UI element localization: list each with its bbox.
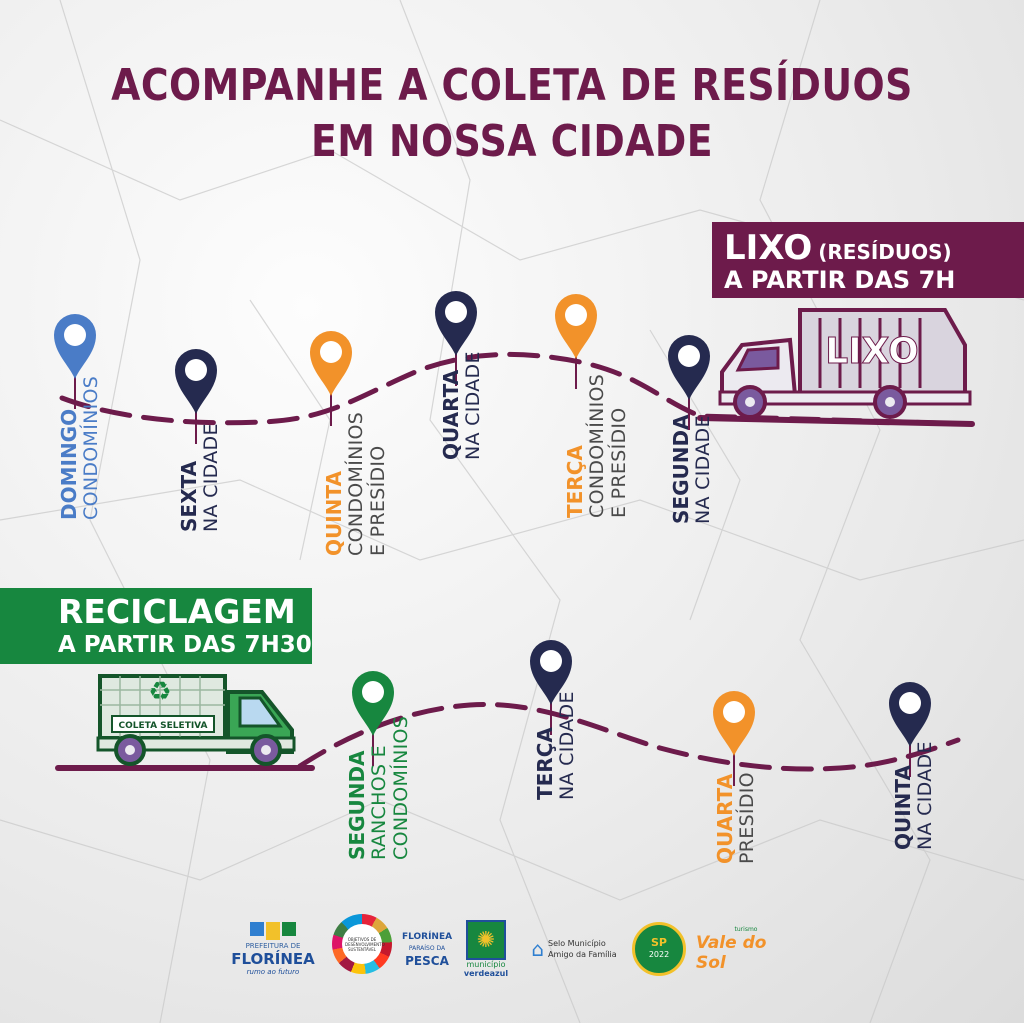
lixo-banner-subtitle: (RESÍDUOS)	[818, 240, 952, 264]
selo-line2: Amigo da Família	[548, 950, 617, 959]
lixo-location-pin-icon	[435, 291, 477, 386]
lixo-location-pin-icon	[555, 294, 597, 389]
vale-small: turismo	[734, 925, 758, 933]
prefeitura-top: PREFEITURA DE	[245, 942, 301, 950]
reciclagem-stop-place: NA CIDADE	[914, 741, 936, 850]
lixo-stop-day: TERÇA	[563, 445, 587, 518]
lixo-stop-place: E PRESÍDIO	[608, 407, 630, 518]
recycling-truck-label: COLETA SELETIVA	[119, 721, 208, 731]
pesca-line1: FLORÍNEA	[401, 932, 453, 942]
reciclagem-stop-day: QUINTA	[891, 765, 915, 850]
reciclagem-stop-place: PRESÍDIO	[736, 772, 758, 864]
reciclagem-stop-place: CONDOMÍNIOS	[390, 715, 412, 860]
lixo-stop-day: SEXTA	[177, 460, 201, 532]
reciclagem-banner-title: RECICLAGEM	[58, 592, 296, 631]
vale-logo: turismo Vale do Sol	[696, 912, 796, 986]
lixo-stop-day: SEGUNDA	[669, 414, 693, 524]
pesca-line2: PARAÍSO DA	[408, 945, 446, 952]
reciclagem-stop-place: NA CIDADE	[556, 691, 578, 800]
verdeazul-logo: ✺ município verdeazul	[462, 912, 510, 986]
lixo-stop-place: CONDOMÍNIOS	[80, 375, 102, 520]
recycle-icon: ♻	[148, 677, 171, 707]
lixo-location-pin-icon	[310, 331, 352, 426]
lixo-stop-day: QUINTA	[322, 471, 346, 556]
lixo-stop-place: NA CIDADE	[200, 423, 222, 532]
sp-logo: SP 2022	[632, 912, 686, 986]
prefeitura-name: FLORÍNEA	[231, 950, 315, 968]
lixo-truck-icon: LIXO	[718, 308, 972, 419]
reciclagem-stop-place: RANCHOS E	[368, 745, 390, 860]
verdeazul-line1: município	[466, 960, 506, 969]
lixo-stop-day: DOMINGO	[57, 408, 81, 520]
reciclagem-route	[297, 701, 961, 772]
lixo-ground	[697, 415, 975, 427]
house-icon: ⌂	[531, 937, 545, 961]
ods-logo: OBJETIVOS DE DESENVOLVIMENTO SUSTENTÁVEL	[330, 912, 394, 976]
lixo-location-pin-icon	[54, 314, 96, 409]
footer-logos: PREFEITURA DE FLORÍNEA rumo ao futuro OB…	[0, 912, 1024, 992]
lixo-stop-place: CONDOMÍNIOS	[345, 411, 367, 556]
lixo-banner-time: A PARTIR DAS 7H	[724, 266, 956, 294]
verdeazul-line2: verdeazul	[463, 969, 509, 978]
pesca-line3: PESCA	[405, 954, 449, 968]
lixo-location-pin-icon	[175, 349, 217, 444]
lixo-stop-day: QUARTA	[439, 369, 463, 460]
sp-year: 2022	[648, 950, 670, 959]
reciclagem-banner-time: A PARTIR DAS 7H30	[58, 632, 312, 658]
title-line-2: EM NOSSA CIDADE	[310, 116, 714, 167]
lixo-stop-place: CONDOMÍNIOS	[586, 373, 608, 518]
pesca-logo: FLORÍNEA PARAÍSO DA PESCA	[401, 912, 453, 986]
lixo-location-pin-icon	[668, 335, 710, 430]
lixo-truck-label: LIXO	[825, 331, 918, 372]
selo-logo: ⌂ Selo Município Amigo da Família	[526, 912, 622, 986]
reciclagem-location-pin-icon	[889, 682, 931, 777]
reciclagem-location-pin-icon	[713, 691, 755, 786]
prefeitura-logo: PREFEITURA DE FLORÍNEA rumo ao futuro	[228, 912, 318, 986]
selo-line1: Selo Município	[548, 939, 606, 948]
lixo-stop-place: NA CIDADE	[462, 351, 484, 460]
reciclagem-stop-day: QUARTA	[713, 773, 737, 864]
reciclagem-banner: RECICLAGEM A PARTIR DAS 7H30	[0, 588, 312, 664]
ods-text: OBJETIVOS DE DESENVOLVIMENTO SUSTENTÁVEL	[345, 936, 385, 952]
page-title: ACOMPANHE A COLETA DE RESÍDUOS EM NOSSA …	[72, 58, 953, 170]
prefeitura-slogan: rumo ao futuro	[246, 968, 300, 976]
reciclagem-stop-day: SEGUNDA	[345, 750, 369, 860]
lixo-stop-place: E PRESÍDIO	[367, 445, 389, 556]
lixo-banner: LIXO(RESÍDUOS) A PARTIR DAS 7H	[712, 222, 1024, 298]
sp-badge: SP	[651, 936, 667, 949]
title-line-1: ACOMPANHE A COLETA DE RESÍDUOS	[111, 60, 913, 111]
recycling-truck-icon: ♻ COLETA SELETIVA	[96, 674, 296, 766]
lixo-banner-title: LIXO	[724, 228, 813, 268]
reciclagem-stop-day: TERÇA	[533, 727, 557, 800]
reciclagem-location-pin-icon	[530, 640, 572, 735]
reciclagem-location-pin-icon	[352, 671, 394, 766]
verdeazul-icon: ✺	[476, 927, 496, 953]
lixo-stop-place: NA CIDADE	[692, 415, 714, 524]
vale-name: Vale do Sol	[696, 932, 767, 973]
lixo-route	[59, 351, 973, 427]
